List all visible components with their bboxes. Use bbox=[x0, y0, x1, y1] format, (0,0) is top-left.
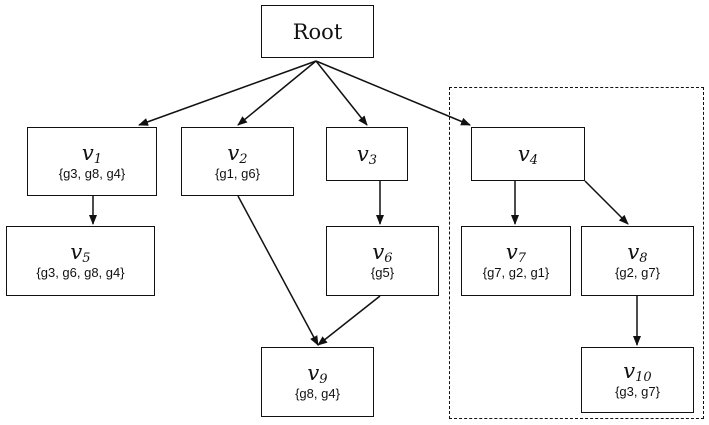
edge-v6-to-v9 bbox=[317, 295, 381, 346]
node-v7: v7 {g7, g2, g1} bbox=[461, 226, 571, 296]
edge-root-to-v2 bbox=[237, 60, 317, 126]
node-v9: v9 {g8, g4} bbox=[261, 347, 374, 417]
node-name: v8 bbox=[627, 240, 648, 266]
node-name: v5 bbox=[70, 240, 91, 266]
edge-v2-to-v9 bbox=[237, 195, 319, 346]
node-name: v10 bbox=[623, 359, 652, 385]
node-genes: {g7, g2, g1} bbox=[482, 265, 550, 280]
node-genes: {g3, g7} bbox=[615, 384, 660, 399]
node-name: v6 bbox=[372, 240, 393, 266]
node-genes: {g1, g6} bbox=[215, 165, 260, 181]
node-genes: {g3, g6, g8, g4} bbox=[36, 265, 125, 280]
node-name: v4 bbox=[517, 142, 539, 168]
node-name: v3 bbox=[356, 142, 378, 168]
node-root: Root bbox=[261, 5, 374, 58]
edge-root-to-v4 bbox=[315, 60, 471, 126]
edge-v4-to-v8 bbox=[584, 180, 629, 225]
node-v1: v1 {g3, g8, g4} bbox=[27, 127, 157, 196]
node-v10: v10 {g3, g7} bbox=[581, 347, 694, 413]
node-v8: v8 {g2, g7} bbox=[581, 226, 694, 296]
node-name: v9 bbox=[307, 361, 328, 387]
node-genes: {g8, g4} bbox=[295, 386, 340, 401]
node-genes: {g5} bbox=[370, 265, 395, 280]
node-v3: v3 bbox=[326, 127, 408, 181]
node-name: v1 bbox=[81, 140, 103, 167]
edge-root-to-v3 bbox=[315, 60, 368, 126]
dashed-group-box bbox=[449, 87, 704, 419]
node-name: v2 bbox=[227, 140, 248, 167]
node-v2: v2 {g1, g6} bbox=[181, 127, 294, 196]
node-v5: v5 {g3, g6, g8, g4} bbox=[6, 226, 155, 296]
node-name: v7 bbox=[505, 240, 527, 266]
node-genes: {g2, g7} bbox=[615, 265, 660, 280]
node-v4: v4 bbox=[471, 127, 585, 181]
node-genes: {g3, g8, g4} bbox=[58, 165, 126, 181]
node-name: Root bbox=[292, 19, 343, 44]
node-v6: v6 {g5} bbox=[326, 226, 439, 296]
edge-root-to-v1 bbox=[138, 60, 317, 126]
